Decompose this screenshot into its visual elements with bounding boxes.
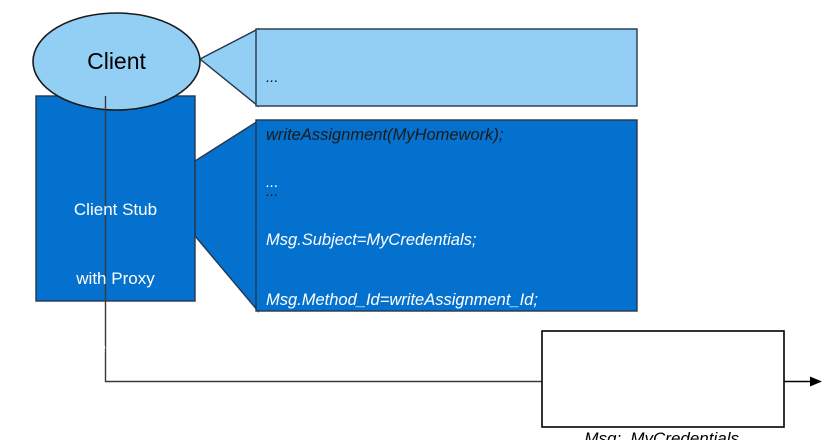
code-statement: send(Server, Msg);	[266, 411, 406, 429]
client-stub-cylinder-body	[35, 95, 196, 302]
code-statement: writeAssignment(MyHomework);	[266, 126, 504, 144]
client-node-label: Client	[87, 48, 146, 74]
client-ellipse	[32, 12, 201, 111]
dark-callout-box	[255, 119, 638, 312]
light-callout-box	[255, 28, 638, 107]
message-box-text: Msg:MyCredentials writeAssignment_Id MyH…	[556, 341, 782, 440]
code-ellipsis: ...	[266, 69, 279, 86]
code-statement: Msg.Params= MyHomework;	[266, 351, 479, 369]
stub-label-line: (here without	[66, 338, 165, 357]
light-callout-tail	[198, 27, 259, 108]
message-row: Msg: MyCredentials	[556, 397, 782, 440]
lifeline-connector	[104, 96, 542, 383]
message-box	[541, 330, 785, 428]
dark-callout-text: ... Msg.Subject=MyCredentials; Msg.Metho…	[266, 138, 631, 440]
message-key: Msg:	[584, 429, 622, 440]
code-ellipsis: ...	[266, 174, 279, 191]
code-ellipsis: ...	[266, 183, 279, 200]
code-statement: Msg.Subject=MyCredentials;	[266, 231, 477, 249]
code-statement: Msg.Method_Id=writeAssignment_Id;	[266, 291, 538, 309]
stub-label-line: with Proxy	[76, 269, 155, 288]
outgoing-arrow	[784, 376, 822, 387]
light-callout-text: ... writeAssignment(MyHomework); ...	[266, 33, 631, 237]
stub-label-line: PEP and PDP)	[59, 407, 172, 426]
dark-callout-tail	[194, 119, 259, 313]
client-stub-label: Client Stub with Proxy (here without PEP…	[36, 152, 195, 440]
message-value: MyCredentials	[630, 429, 739, 440]
stub-label-line: Client Stub	[73, 200, 158, 219]
